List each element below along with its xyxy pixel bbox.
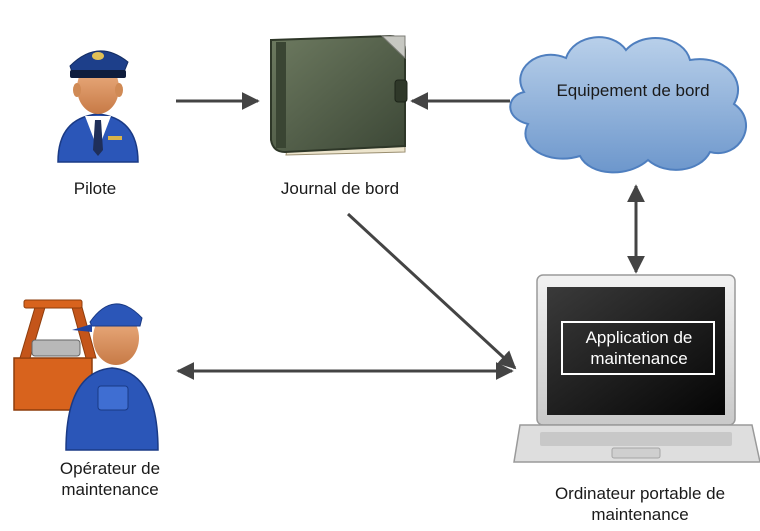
- logbook-label: Journal de bord: [280, 179, 400, 198]
- pilot-icon: [57, 50, 139, 163]
- maintenance-operator-label: Opérateur de maintenance: [59, 459, 161, 499]
- onboard-equipment-cloud: [509, 36, 747, 174]
- arrows: [176, 92, 645, 380]
- onboard-equipment-label: Equipement de bord: [556, 81, 710, 100]
- maintenance-application-box: [561, 321, 715, 375]
- pilot-label: Pilote: [73, 179, 117, 198]
- arrow-logbook-to-laptop: [346, 212, 517, 370]
- maintenance-laptop-label: Ordinateur portable de maintenance: [554, 484, 726, 524]
- maintenance-application-label: Application de maintenance: [585, 328, 693, 368]
- maintenance-laptop-icon: [513, 274, 760, 463]
- logbook-icon: [270, 34, 408, 156]
- maintenance-operator-icon: [13, 299, 159, 451]
